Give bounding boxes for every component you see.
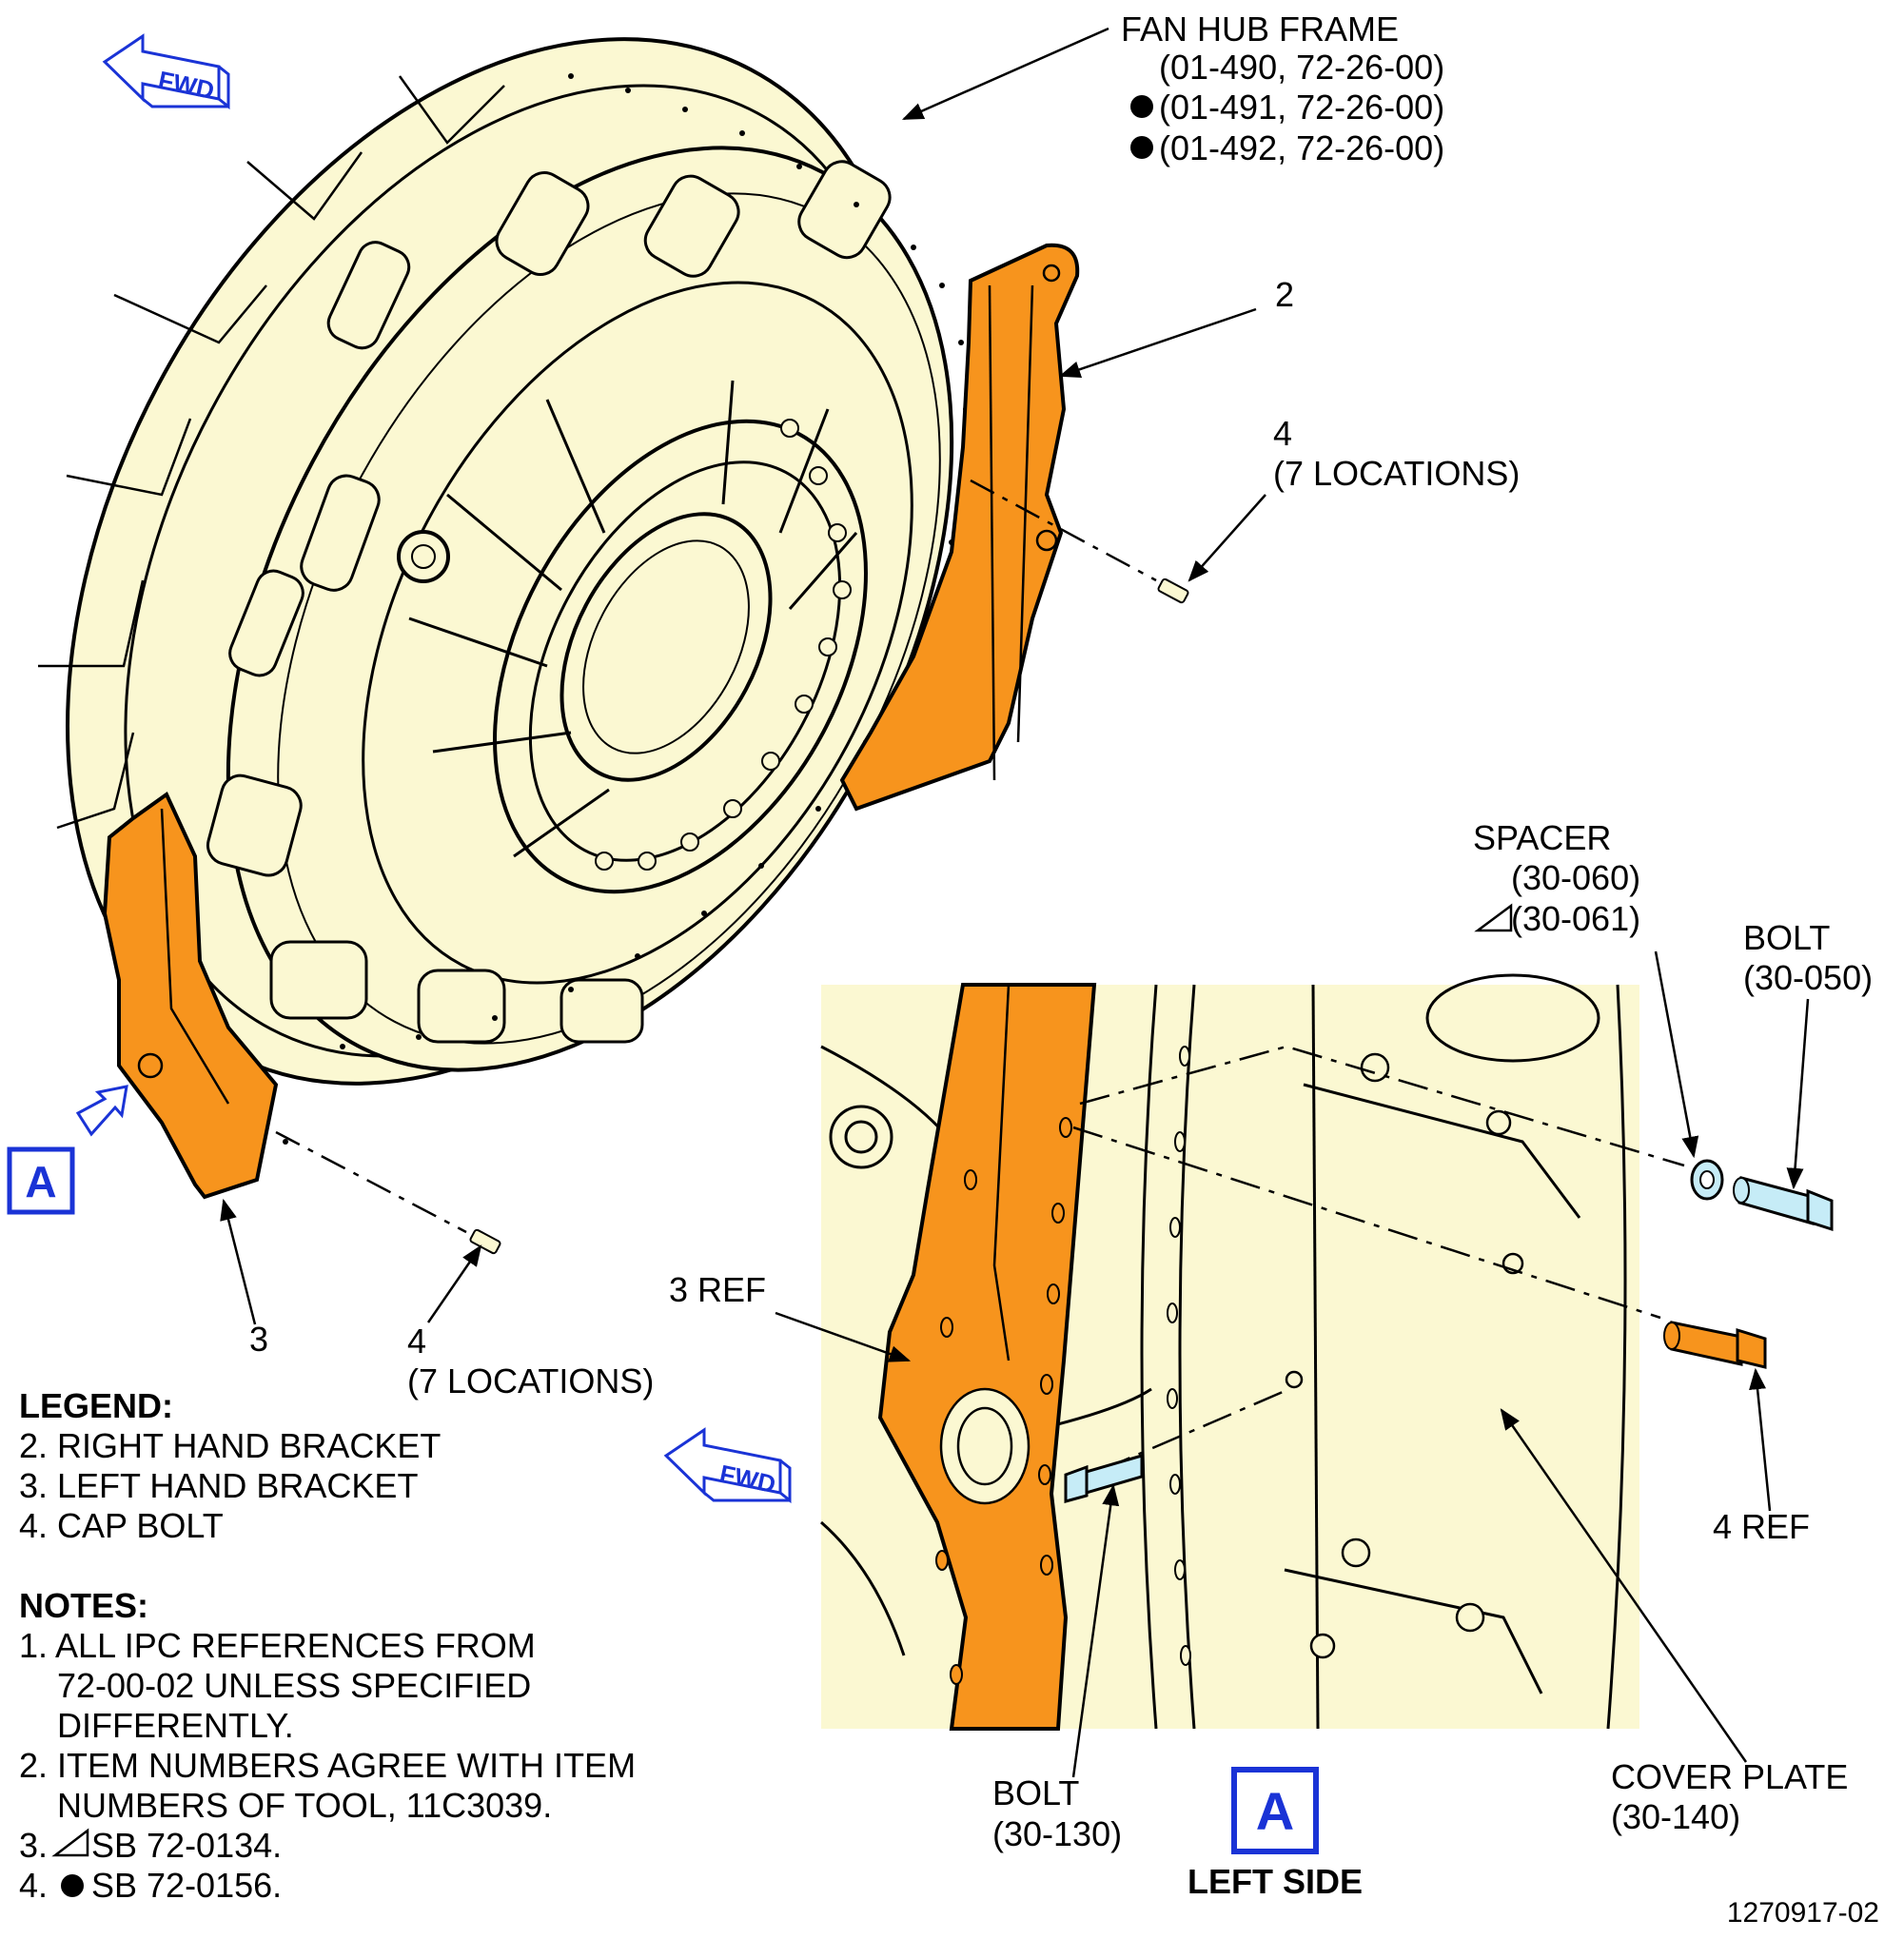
- ref-4-label: 4 REF: [1713, 1507, 1810, 1546]
- cap-bolt-bottom: [469, 1228, 501, 1255]
- spacer-title: SPACER: [1473, 818, 1611, 857]
- detail-view-a-letter: A: [1256, 1781, 1294, 1841]
- fan-hub-frame-ref-2: (01-491, 72-26-00): [1159, 88, 1444, 127]
- item-3-label: 3: [249, 1320, 268, 1359]
- view-a-indicator: A: [7, 1085, 128, 1215]
- note-line: SB 72-0134.: [91, 1826, 282, 1865]
- bolt-050-title: BOLT: [1743, 918, 1830, 957]
- note-line: NUMBERS OF TOOL, 11C3039.: [57, 1786, 552, 1825]
- item-4-bottom-qty: (7 LOCATIONS): [407, 1361, 654, 1400]
- view-title: LEFT SIDE: [1188, 1862, 1363, 1901]
- legend-title: LEGEND:: [19, 1386, 173, 1425]
- spacer: [1690, 1159, 1724, 1201]
- fan-hub-frame: [38, 37, 969, 1145]
- item-2-label: 2: [1275, 275, 1294, 314]
- note-line: 72-00-02 UNLESS SPECIFIED: [57, 1666, 531, 1705]
- cover-plate-title: COVER PLATE: [1611, 1757, 1848, 1796]
- sb-0134-triangle-icon: [1474, 903, 1513, 932]
- cap-bolt-detail: [1663, 1321, 1767, 1369]
- fwd-arrow-icon: FWD: [102, 33, 230, 110]
- cover-plate-ref: (30-140): [1611, 1797, 1740, 1836]
- fan-hub-frame-ref-3: (01-492, 72-26-00): [1159, 128, 1444, 167]
- legend-item-3: 3. LEFT HAND BRACKET: [19, 1466, 418, 1505]
- callout-fan-hub-frame: FAN HUB FRAME (01-490, 72-26-00) (01-491…: [1121, 10, 1444, 167]
- legend-item-2: 2. RIGHT HAND BRACKET: [19, 1426, 441, 1465]
- spacer-ref-1: (30-060): [1511, 858, 1640, 897]
- right-hand-bracket: [839, 243, 1080, 812]
- notes: NOTES: 1. ALL IPC REFERENCES FROM 72-00-…: [19, 1586, 636, 1905]
- fwd-arrow-detail-icon: FWD: [663, 1427, 792, 1504]
- fan-hub-frame-title: FAN HUB FRAME: [1121, 10, 1399, 49]
- sb-0156-dot-icon: [61, 1874, 84, 1897]
- note-line: DIFFERENTLY.: [57, 1706, 294, 1745]
- legend: LEGEND: 2. RIGHT HAND BRACKET 3. LEFT HA…: [19, 1386, 441, 1545]
- callout-spacer: SPACER (30-060) (30-061): [1473, 818, 1640, 938]
- bolt-30-130: [1064, 1454, 1144, 1503]
- note-line: 2. ITEM NUMBERS AGREE WITH ITEM: [19, 1746, 636, 1785]
- left-hand-bracket: [102, 791, 279, 1200]
- cap-bolt-top: [1157, 578, 1189, 604]
- ref-3-label: 3 REF: [669, 1270, 766, 1309]
- item-4-bottom-label: 4: [407, 1322, 426, 1361]
- sb-0134-triangle-icon: [51, 1828, 89, 1857]
- sb-0156-dot-icon: [1130, 95, 1153, 118]
- view-a-tag: A: [25, 1157, 56, 1206]
- detail-view-a: [820, 973, 1639, 1731]
- bolt-130-ref: (30-130): [992, 1814, 1122, 1853]
- fan-hub-frame-ref-1: (01-490, 72-26-00): [1159, 48, 1444, 87]
- item-4-top-label: 4: [1273, 414, 1292, 453]
- bolt-050-ref: (30-050): [1743, 958, 1873, 997]
- note-line: SB 72-0156.: [91, 1866, 282, 1905]
- note-line: 1. ALL IPC REFERENCES FROM: [19, 1626, 536, 1665]
- detail-view-a-tag: A LEFT SIDE: [1188, 1767, 1363, 1901]
- note-line: 3.: [19, 1826, 48, 1865]
- note-line: 4.: [19, 1866, 48, 1905]
- sb-0156-dot-icon: [1130, 136, 1153, 159]
- bolt-30-050: [1733, 1176, 1834, 1232]
- bolt-130-title: BOLT: [992, 1773, 1079, 1812]
- drawing-number: 1270917-02: [1727, 1897, 1879, 1929]
- item-4-top-qty: (7 LOCATIONS): [1273, 454, 1520, 493]
- spacer-ref-2: (30-061): [1511, 899, 1640, 938]
- notes-title: NOTES:: [19, 1586, 148, 1625]
- legend-item-4: 4. CAP BOLT: [19, 1506, 224, 1545]
